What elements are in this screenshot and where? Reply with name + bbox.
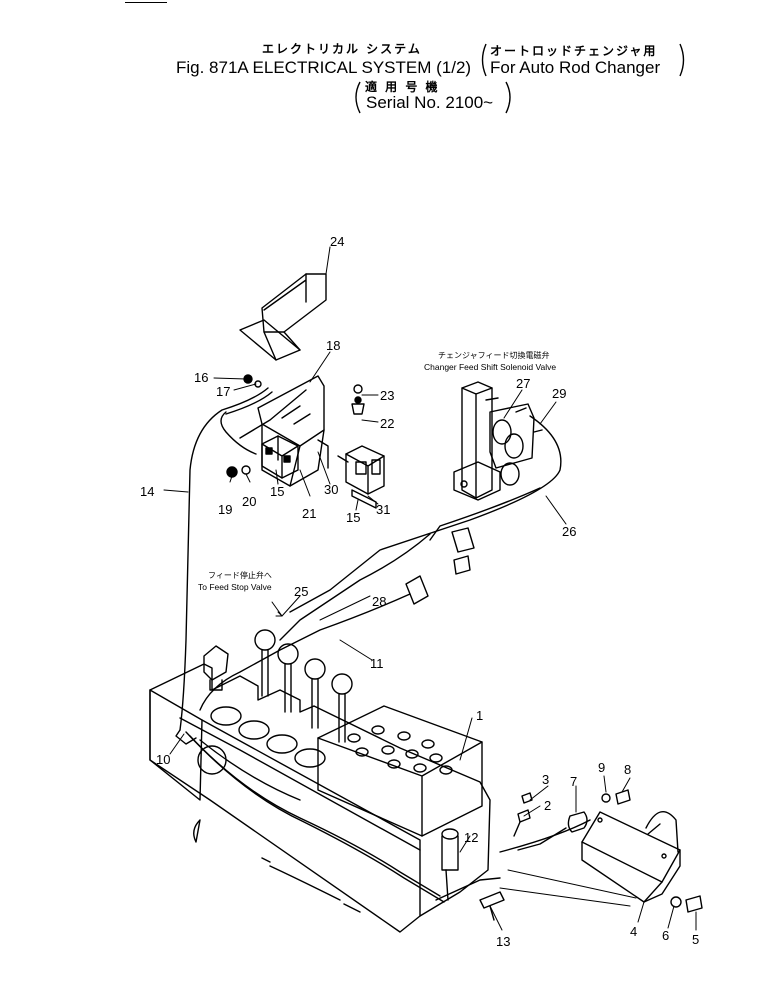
callout-18: 18 xyxy=(326,338,340,353)
callout-26: 26 xyxy=(562,524,576,539)
callout-17: 17 xyxy=(216,384,230,399)
hardware-16-17-19-20-22-23 xyxy=(226,374,365,478)
solenoid-valve-assembly xyxy=(289,381,562,613)
control-console-1 xyxy=(149,645,491,933)
header-rule xyxy=(125,2,167,3)
callout-29: 29 xyxy=(552,386,566,401)
callout-20: 20 xyxy=(242,494,256,509)
exploded-parts-diagram: 24 16 17 18 23 22 14 19 20 15 21 30 15 3… xyxy=(0,130,780,1000)
control-box-4 xyxy=(581,811,681,903)
callout-31: 31 xyxy=(376,502,390,517)
callout-10: 10 xyxy=(156,752,170,767)
callout-15-left: 15 xyxy=(270,484,284,499)
callout-19: 19 xyxy=(218,502,232,517)
callout-23: 23 xyxy=(380,388,394,403)
callout-3: 3 xyxy=(542,772,549,787)
annotation-arrow xyxy=(271,601,283,617)
callout-30: 30 xyxy=(324,482,338,497)
callout-13: 13 xyxy=(496,934,510,949)
connector-12 xyxy=(441,828,459,901)
connector-13 xyxy=(479,891,505,921)
wire-harness-14 xyxy=(179,387,307,731)
callout-4: 4 xyxy=(630,924,637,939)
feedstop-label-jp: フィード停止弁へ xyxy=(208,570,272,580)
mounting-bracket-24 xyxy=(239,273,327,361)
serial-japanese: 適 用 号 機 xyxy=(365,80,440,94)
washer-6-bolt-5 xyxy=(670,895,703,913)
sensor-7 xyxy=(517,811,588,851)
solenoid-label-jp: チェンジャフィード切換電磁弁 xyxy=(438,350,549,360)
control-levers xyxy=(254,629,353,743)
callout-27: 27 xyxy=(516,376,530,391)
figure-header: エレクトリカル システム オートロッドチェンジャ用 Fig. 871A ELEC… xyxy=(0,0,780,130)
callout-28: 28 xyxy=(372,594,386,609)
callout-6: 6 xyxy=(662,928,669,943)
relay-15-left xyxy=(261,435,299,479)
callout-22: 22 xyxy=(380,416,394,431)
annotations: チェンジャフィード切換電磁弁 Changer Feed Shift Soleno… xyxy=(198,350,556,592)
callout-14: 14 xyxy=(140,484,154,499)
callout-5: 5 xyxy=(692,932,699,947)
bolt-2-washer-3 xyxy=(513,792,533,837)
callout-2: 2 xyxy=(544,798,551,813)
callout-numbers: 24 16 17 18 23 22 14 19 20 15 21 30 15 3… xyxy=(140,234,699,949)
callout-12: 12 xyxy=(464,830,478,845)
callout-9: 9 xyxy=(598,760,605,775)
leader-lines xyxy=(163,246,697,931)
applicability-english: For Auto Rod Changer xyxy=(490,58,661,77)
serial-number: Serial No. 2100~ xyxy=(366,93,494,112)
relay-15-right xyxy=(345,445,385,509)
callout-21: 21 xyxy=(302,506,316,521)
callout-8: 8 xyxy=(624,762,631,777)
solenoid-label-en: Changer Feed Shift Solenoid Valve xyxy=(424,362,556,372)
callout-1: 1 xyxy=(476,708,483,723)
feedstop-label-en: To Feed Stop Valve xyxy=(198,582,272,592)
wire-harness-26-28-11 xyxy=(199,487,541,711)
header-brackets xyxy=(355,43,685,114)
callout-16: 16 xyxy=(194,370,208,385)
applicability-japanese: オートロッドチェンジャ用 xyxy=(490,44,658,58)
bolt-8-washer-9 xyxy=(601,789,631,805)
callout-7: 7 xyxy=(570,774,577,789)
parts-drawing: 24 16 17 18 23 22 14 19 20 15 21 30 15 3… xyxy=(140,234,703,949)
callout-25: 25 xyxy=(294,584,308,599)
title-japanese: エレクトリカル システム xyxy=(262,42,422,56)
callout-15-right: 15 xyxy=(346,510,360,525)
callout-11: 11 xyxy=(370,656,384,671)
callout-24: 24 xyxy=(330,234,344,249)
figure-title: Fig. 871A ELECTRICAL SYSTEM (1/2) xyxy=(176,58,472,77)
